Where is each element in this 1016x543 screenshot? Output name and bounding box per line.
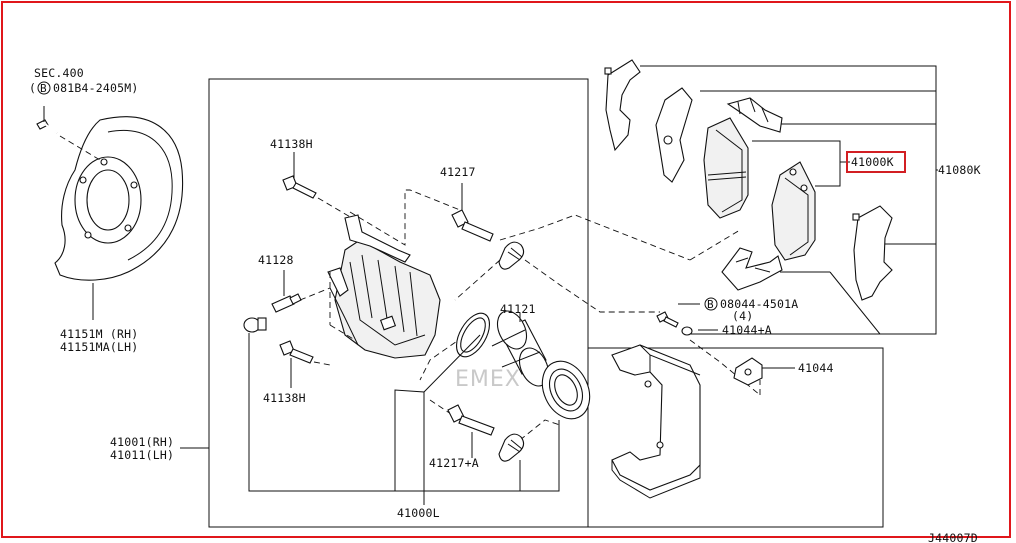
pin-boot-top [498,241,525,270]
label-41001: 41001(RH) [110,435,174,449]
piston-seal [455,312,491,358]
label-bolt-qty: (4) [732,309,753,323]
pad-clip-top [726,97,783,133]
caliper-bolt-bottom [279,340,314,364]
washer-small [681,326,693,336]
label-41138h-bottom: 41138H [263,391,306,405]
label-sec-ref-open: ( [29,81,36,95]
slide-pin-bottom [447,404,495,436]
caliper-assembly-frame-right [587,293,884,528]
caliper-support [611,344,701,499]
bracket-bolt [656,311,679,328]
label-41128: 41128 [258,253,294,267]
label-41217: 41217 [440,165,476,179]
diagram-id: J44007D [928,531,978,543]
label-sec-ref-num: 081B4-2405M) [53,81,138,95]
label-41217a: 41217+A [429,456,479,470]
label-41151m: 41151M (RH) [60,327,138,341]
outer-shim-top [604,59,641,152]
highlight-box-41000k [846,151,906,173]
pad-inner [771,161,816,261]
circle-b-icon-bolt [704,297,718,311]
pad-clip-bottom [721,247,783,291]
label-41080k: 41080K [938,163,981,177]
dust-shield [54,116,184,281]
piston [491,310,550,387]
shield-bolt [36,119,58,134]
pad-kit-bracket [640,65,937,335]
label-41044a: 41044+A [722,323,772,337]
label-sec-ref-b: B [40,82,47,95]
pad-set-bracket [752,140,841,187]
label-bolt-number: 08044-4501A [720,297,798,311]
label-sec-400: SEC.400 [34,66,84,80]
label-41000l: 41000L [397,506,440,520]
bleeder-cap [243,317,267,333]
watermark: EMEX [455,367,521,392]
slide-pin-top [451,209,494,242]
pad-outer [703,117,749,219]
circle-b-icon [37,81,51,95]
inner-shim-top [655,87,693,183]
label-41151ma: 41151MA(LH) [60,340,138,354]
pin-boot-bottom [498,433,525,462]
label-41121: 41121 [500,302,536,316]
caliper-body [327,214,441,359]
caliper-bolt-top [282,175,317,199]
label-41011: 41011(LH) [110,448,174,462]
outer-shim-bottom [852,205,893,301]
label-41044: 41044 [798,361,834,375]
label-41000k[interactable]: 41000K [851,155,894,169]
piston-boot [541,360,591,420]
label-41138h-top: 41138H [270,137,313,151]
shim-plate [733,357,763,386]
label-bolt-b: B [707,298,714,311]
bleeder-screw [271,293,302,313]
